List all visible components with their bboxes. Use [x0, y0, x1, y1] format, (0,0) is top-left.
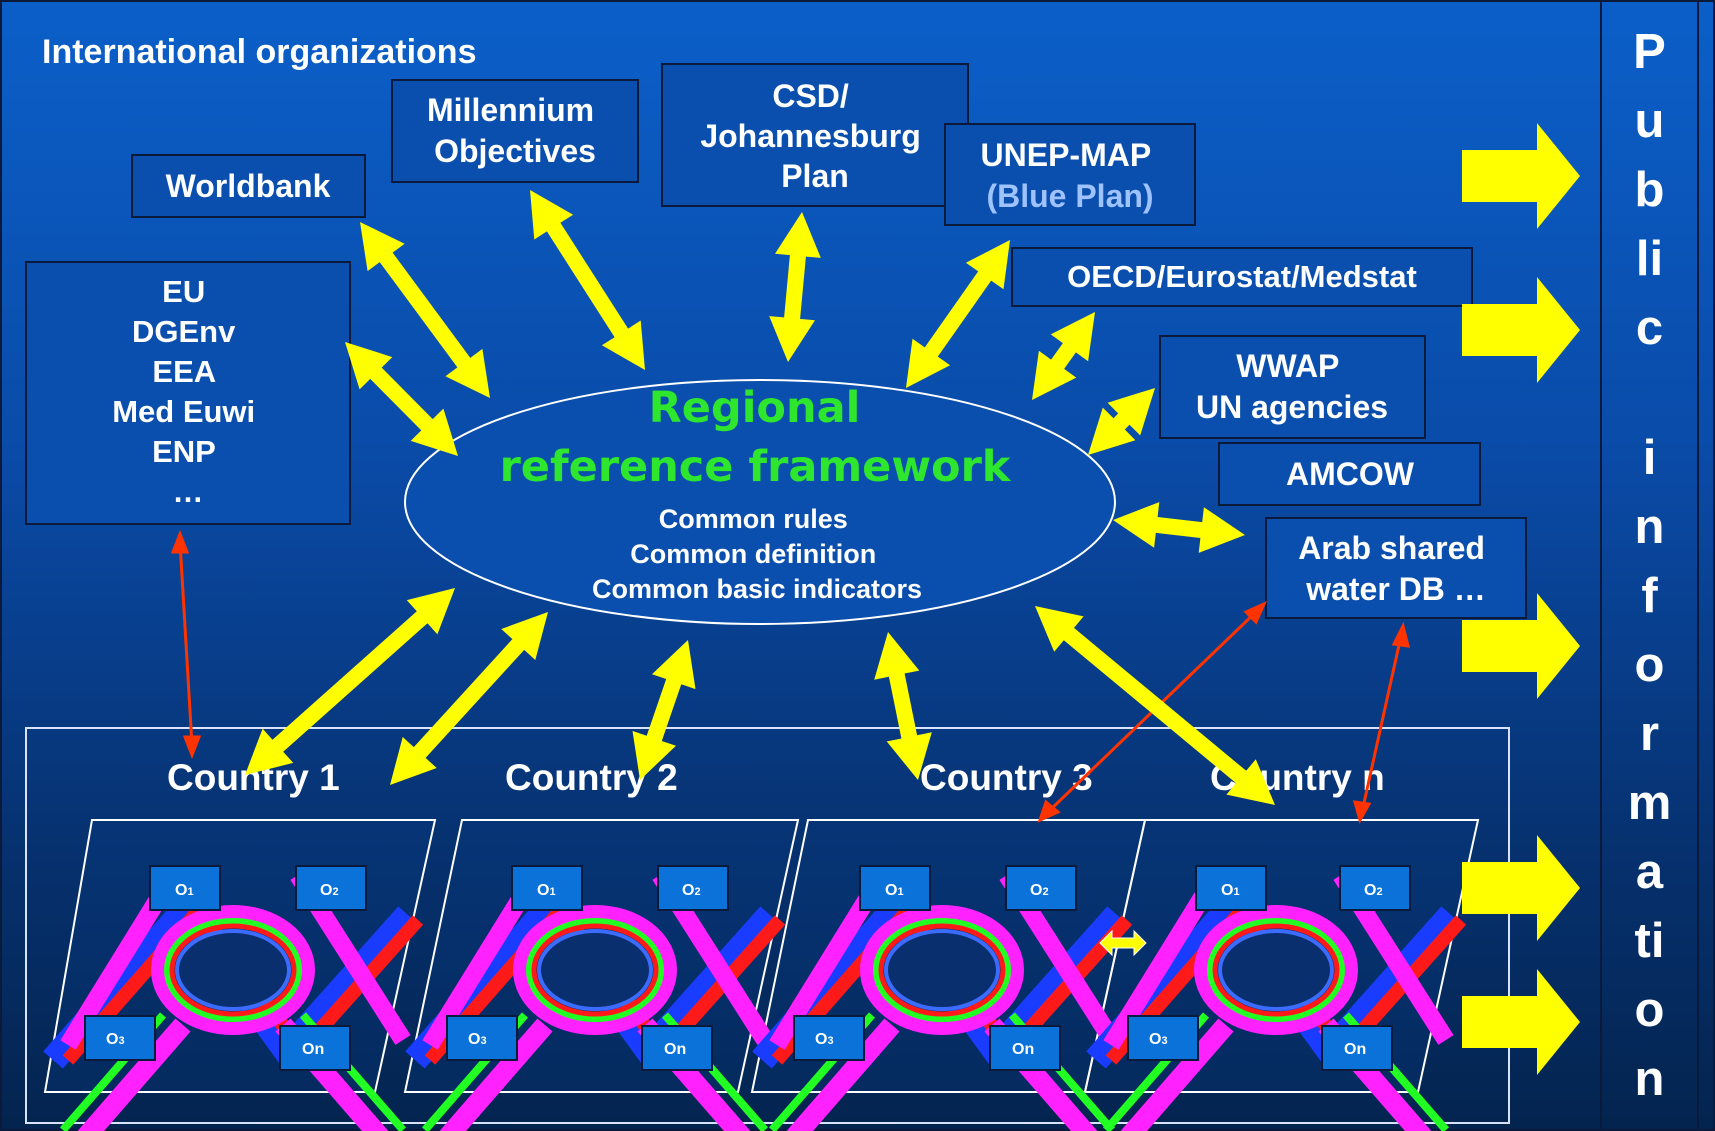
observatories-country-3: O1 O2 O3 On	[793, 865, 1077, 1071]
oecd-box: OECD/Eurostat/Medstat	[1011, 247, 1473, 307]
on-label: On	[1012, 1041, 1034, 1058]
o2-label: O2	[320, 882, 339, 899]
double-arrow-icon	[530, 190, 645, 370]
public-information-letter: m	[1627, 776, 1672, 830]
arab-water-box: Arab shared water DB …	[1265, 517, 1527, 619]
public-information-letter	[1602, 363, 1697, 424]
double-arrow-icon	[874, 632, 932, 780]
svg-text:WWAP UN agencies: WWAP UN agencies	[1196, 348, 1388, 425]
observatories-country-n: O1 O2 O3 On	[1127, 865, 1411, 1071]
double-arrow-icon	[390, 612, 548, 785]
double-arrow-icon	[632, 640, 696, 780]
svg-text:Regional reference frame: Regional reference framework	[500, 383, 1012, 492]
worldbank-box: Worldbank	[131, 154, 366, 218]
double-arrow-icon	[1088, 388, 1155, 455]
o2-label: O2	[682, 882, 701, 899]
svg-text:Arab shared water DB …: Arab shared water DB …	[1298, 530, 1494, 607]
unep-map-box: UNEP-MAP (Blue Plan)	[944, 123, 1196, 226]
o2-label: O2	[1030, 882, 1049, 899]
public-information-letter: r	[1639, 707, 1660, 761]
double-arrow-icon	[1032, 312, 1095, 400]
o1-label: O1	[175, 882, 194, 899]
o2-label: O2	[1364, 882, 1383, 899]
svg-text:Worldbank: Worldbank	[166, 168, 331, 204]
o1-label: O1	[885, 882, 904, 899]
svg-text:OECD/Eurostat/Medstat: OECD/Eurostat/Medstat	[1067, 259, 1417, 294]
o3-label: O3	[106, 1031, 125, 1048]
double-arrow-icon	[769, 212, 821, 362]
svg-text:Common rules Common defi: Common rules Common definition Common ba…	[592, 504, 922, 604]
o1-label: O1	[537, 882, 556, 899]
observatories-country-2: O1 O2 O3 On	[446, 865, 729, 1071]
public-information-letter: b	[1634, 163, 1665, 217]
public-information-letter: f	[1641, 569, 1658, 623]
o3-label: O3	[1149, 1031, 1168, 1048]
amcow-box: AMCOW	[1218, 442, 1481, 506]
millennium-box: Millennium Objectives	[391, 79, 639, 183]
observatories-country-1: O1 O2 O3 On	[84, 865, 367, 1071]
o1-label: O1	[1221, 882, 1240, 899]
public-information-letter: c	[1635, 301, 1664, 355]
on-label: On	[302, 1041, 324, 1058]
double-arrow-icon	[1113, 502, 1245, 553]
orgs-heading: International organizations	[42, 33, 476, 71]
public-information-letter: o	[1634, 638, 1665, 692]
on-label: On	[664, 1041, 686, 1058]
svg-text:CSD/ Johannesburg: CSD/ Johannesburg Plan	[700, 78, 929, 194]
public-information-letter: ti	[1634, 914, 1665, 968]
double-arrow-icon	[345, 342, 458, 456]
arrow-right-icon	[1462, 277, 1580, 383]
country-3-label: Country 3	[920, 757, 1093, 798]
exchange-arrow-icon	[1099, 929, 1147, 957]
svg-text:Millennium Objectives: Millennium Objectives	[427, 92, 603, 169]
svg-text:UNEP-MAP (Blue Plan): UNEP-MAP (Blue Plan)	[981, 137, 1160, 214]
double-arrow-icon	[360, 222, 490, 398]
svg-text:EU DGEnv EEA: EU DGEnv EEA Med Euwi ENP …	[112, 274, 264, 509]
public-information-letter: o	[1634, 983, 1665, 1037]
o3-label: O3	[468, 1031, 487, 1048]
on-label: On	[1344, 1041, 1366, 1058]
arrow-right-icon	[1462, 123, 1580, 229]
public-information-letter: a	[1635, 845, 1664, 899]
public-information-letter: u	[1634, 94, 1665, 148]
eu-box: EU DGEnv EEA Med Euwi ENP …	[25, 261, 351, 525]
countries-container	[25, 727, 1510, 1124]
regional-framework-ellipse: Regional reference framework Common rule…	[404, 379, 1116, 625]
arrow-right-icon	[1462, 969, 1580, 1075]
double-arrow-icon	[906, 240, 1010, 388]
o3-label: O3	[815, 1031, 834, 1048]
double-arrow-icon	[245, 588, 455, 775]
public-information-letter: P	[1633, 25, 1666, 79]
svg-text:AMCOW: AMCOW	[1286, 456, 1415, 492]
double-arrow-icon	[1035, 606, 1275, 805]
public-information-letter: n	[1634, 1052, 1665, 1106]
wwap-box: WWAP UN agencies	[1159, 335, 1426, 439]
csd-box: CSD/ Johannesburg Plan	[661, 63, 969, 207]
public-information-letter: i	[1642, 431, 1657, 485]
public-information-letter: li	[1635, 232, 1664, 286]
arrow-right-icon	[1462, 835, 1580, 941]
yellow-arrows	[245, 190, 1275, 805]
public-information-letter: n	[1634, 500, 1665, 554]
